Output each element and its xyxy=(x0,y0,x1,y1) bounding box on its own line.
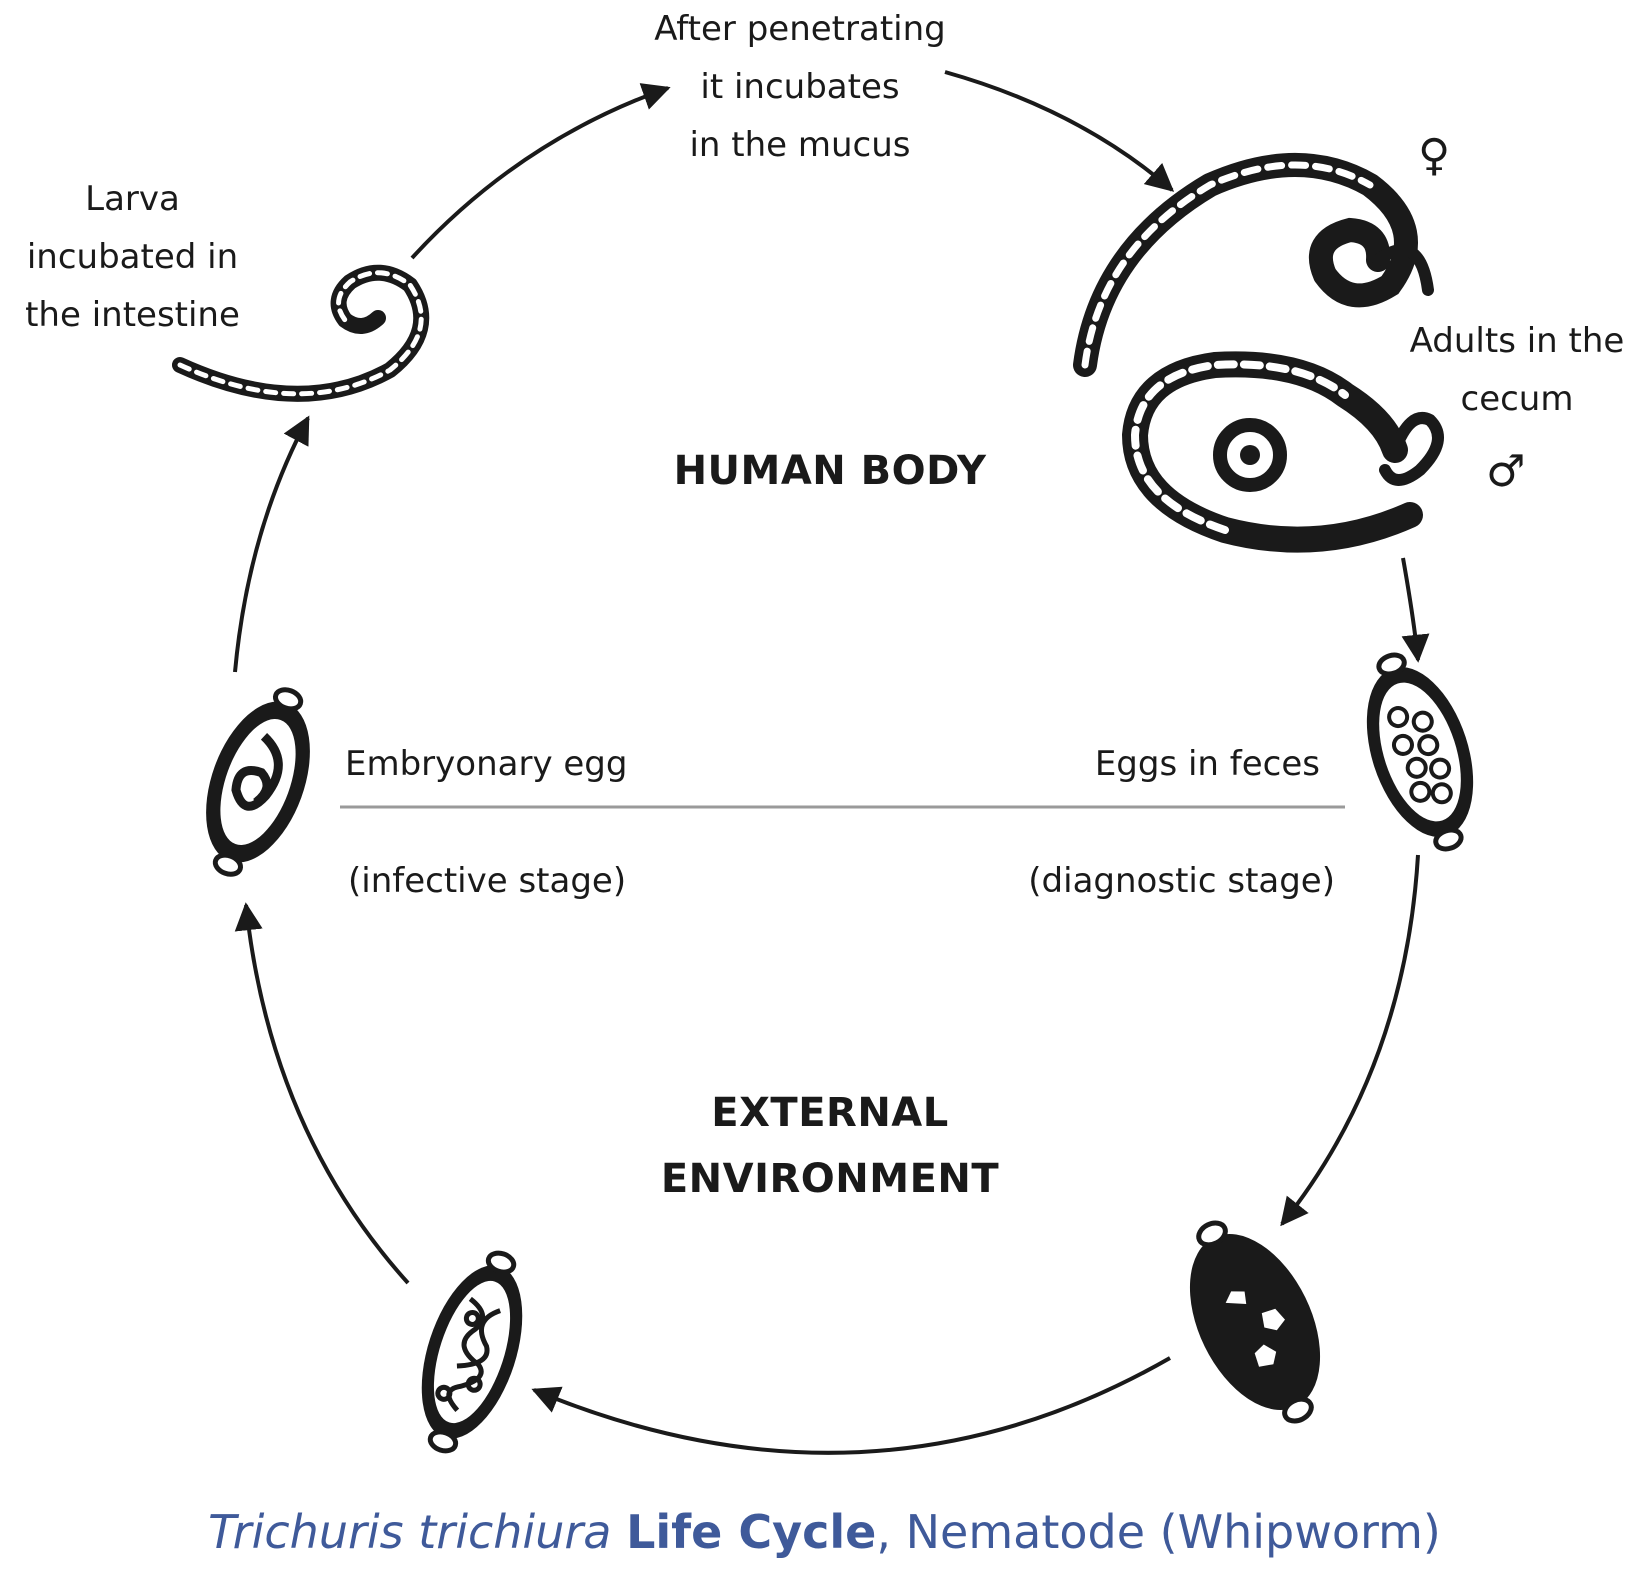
label-eggs-in-feces: Eggs in feces xyxy=(1094,744,1320,784)
arrow-developing-to-embryonated xyxy=(531,1356,1171,1455)
arrow-adults-to-feces xyxy=(1401,557,1430,663)
region-human-body: HUMAN BODY xyxy=(673,448,987,494)
label-penetrating-line-1: After penetrating xyxy=(654,9,946,49)
male-worm-icon xyxy=(1121,351,1444,553)
label-larva-line-2: incubated in xyxy=(26,237,239,277)
label-infective-stage: (infective stage) xyxy=(348,861,627,901)
region-external-line-2: ENVIRONMENT xyxy=(660,1156,1000,1202)
caption-life-cycle: Life Cycle xyxy=(626,1505,877,1559)
region-external-line-1: EXTERNAL xyxy=(711,1090,949,1136)
label-larva-line-1: Larva xyxy=(85,179,180,219)
female-worm-icon xyxy=(1073,153,1434,377)
arrow-mucus-to-adults xyxy=(944,70,1175,192)
arrow-feces-to-developing xyxy=(1280,854,1420,1227)
egg-infective-icon xyxy=(206,687,310,877)
label-penetrating-line-3: in the mucus xyxy=(689,125,911,165)
figure-caption: Trichuris trichiura Life Cycle, Nematode… xyxy=(0,1505,1649,1559)
arrow-larva-to-mucus xyxy=(410,83,671,260)
label-embryonary-egg: Embryonary egg xyxy=(345,744,628,784)
arrow-embryonated-to-infective xyxy=(234,902,410,1285)
arrow-infective-to-larva xyxy=(233,415,310,673)
male-symbol: ♂ xyxy=(1486,446,1526,497)
egg-developing-icon xyxy=(1189,1220,1321,1424)
caption-rest: , Nematode (Whipworm) xyxy=(876,1505,1441,1559)
label-penetrating-line-2: it incubates xyxy=(700,67,900,107)
egg-diagnostic-icon xyxy=(1366,652,1474,852)
egg-embryonated-icon xyxy=(421,1250,523,1454)
label-larva-line-3: the intestine xyxy=(25,295,240,335)
label-adults-line-1: Adults in the xyxy=(1409,321,1625,361)
label-adults-line-2: cecum xyxy=(1460,379,1574,419)
label-penetrating: After penetrating it incubates in the mu… xyxy=(590,0,1010,174)
region-external-environment: EXTERNAL ENVIRONMENT xyxy=(600,1080,1060,1212)
larva-icon xyxy=(172,264,430,402)
label-adults: Adults in the cecum xyxy=(1385,312,1649,428)
label-larva: Larva incubated in the intestine xyxy=(0,170,265,344)
female-symbol: ♀ xyxy=(1418,130,1451,181)
label-diagnostic-stage: (diagnostic stage) xyxy=(1028,861,1335,901)
caption-species: Trichuris trichiura xyxy=(208,1505,612,1559)
